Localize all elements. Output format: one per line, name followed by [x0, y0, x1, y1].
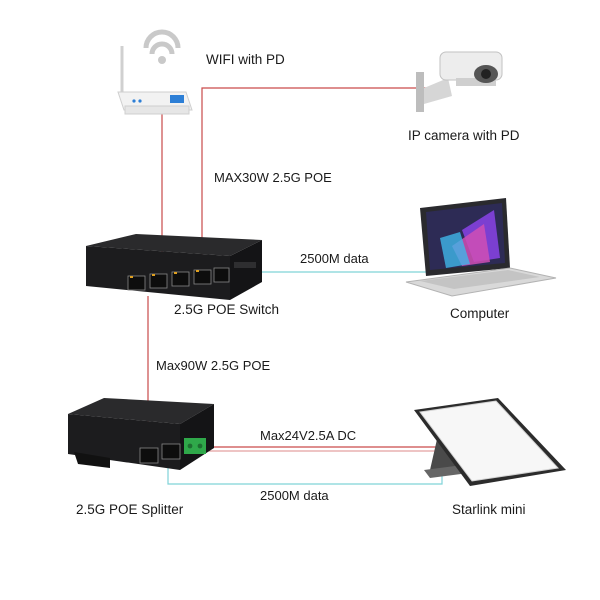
- starlink-label: Starlink mini: [452, 502, 526, 517]
- switch-label: 2.5G POE Switch: [174, 302, 280, 317]
- splitter-ports: [139, 443, 181, 464]
- splitter-dc-label: Max24V2.5A DC: [260, 428, 357, 443]
- camera-label: IP camera with PD: [408, 128, 520, 143]
- router-icon: [117, 29, 193, 115]
- splitter-label: 2.5G POE Splitter: [76, 502, 184, 517]
- splitter-data-label: 2500M data: [260, 488, 329, 503]
- computer-label: Computer: [450, 306, 510, 321]
- connection-lines: [147, 87, 450, 485]
- dish-icon: [414, 398, 566, 486]
- data-line-starlink: [167, 462, 443, 485]
- wifi-label: WIFI with PD: [206, 52, 285, 67]
- switch-splitter-poe-label: Max90W 2.5G POE: [156, 358, 271, 373]
- switch-computer-data-label: 2500M data: [300, 251, 369, 266]
- poe-line-camera: [201, 87, 444, 272]
- switch-upper-poe-label: MAX30W 2.5G POE: [214, 170, 332, 185]
- switch-ports: [127, 267, 230, 291]
- camera-icon: [416, 51, 503, 112]
- laptop-icon: [405, 198, 557, 297]
- switch-icon: [86, 234, 262, 300]
- splitter-icon: [68, 398, 214, 470]
